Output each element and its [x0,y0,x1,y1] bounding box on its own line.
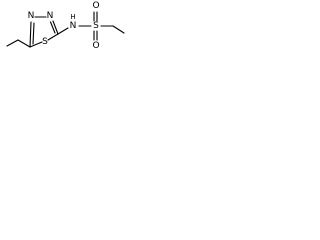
bond-c2-nh [57,27,69,35]
ring-bond-c2-n3 [52,20,59,35]
chemical-structure-diagram: S N N N H S O O [6,1,125,51]
ethyl-bond-terminal [6,39,19,47]
ring-bond-n4-c5 [29,21,32,48]
ring-bond-c5-s1 [29,41,43,48]
sulfonyl-oxygen-bottom-label: O [92,41,99,51]
sulfonyl-oxygen-top-label: O [92,1,99,11]
ring-bond-c2-n3-double [49,21,56,34]
sulfonyl-sulfur-label: S [93,21,99,31]
ethyl-bond-ring [17,39,31,48]
ring-sulfur-label: S [42,37,48,47]
amine-nitrogen-label: N [70,21,77,31]
amine-hydrogen-label: H [70,13,75,21]
bond-ch2-ch3 [112,25,125,34]
ring-bond-s1-c2 [47,33,59,41]
ring-nitrogen-left-label: N [28,11,35,21]
ring-bond-n4-c5-double [32,22,35,45]
ring-nitrogen-right-label: N [47,11,54,21]
